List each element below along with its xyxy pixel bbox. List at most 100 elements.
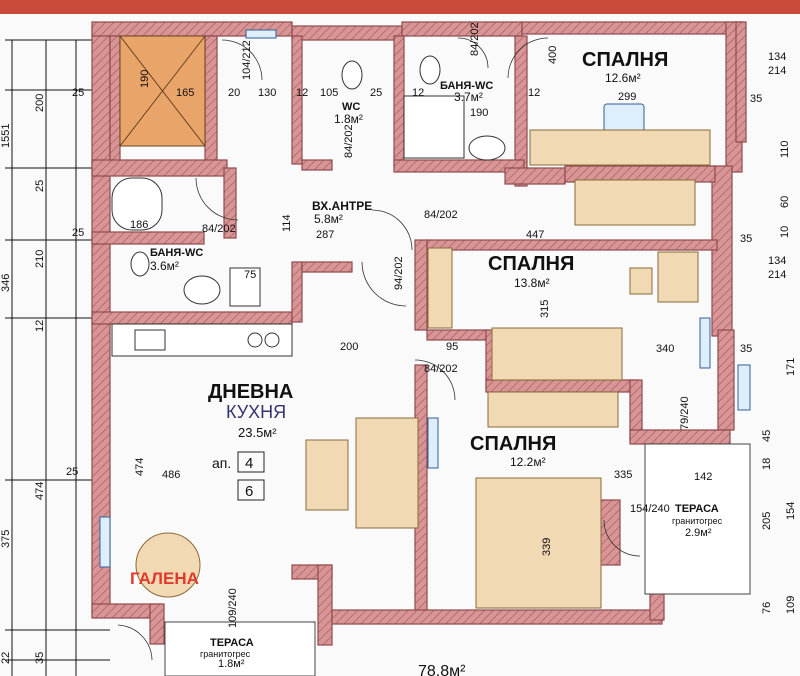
floor-number: 6 [245,483,253,500]
living-area: 23.5м² [238,425,277,440]
galena-stamp: ГАЛЕНА [130,569,199,588]
dim-114: 114 [281,214,293,232]
dim-door-104-212: 104/212 [241,40,253,80]
dim-door-84-202b: 84/202 [343,124,355,158]
dim-right-134: 134 [768,51,786,63]
dim-left-12: 12 [34,320,46,332]
dim-447: 447 [526,229,544,241]
dim-165: 165 [176,87,194,99]
dim-335: 335 [614,469,632,481]
dim-right-214b: 214 [768,269,786,281]
dim-door-84-202c: 84/202 [424,209,458,221]
dim-339: 339 [541,538,553,556]
apartment-number: 4 [245,455,253,472]
dim-190: 190 [139,70,151,88]
dim-190b: 190 [470,107,488,119]
dim-door-84-202d: 84/202 [424,363,458,375]
dim-right-205: 205 [761,512,773,530]
dim-75: 75 [244,269,256,281]
apartment-label: ап. [212,455,231,471]
bath-left-label: БАНЯ-WC [150,247,203,259]
dim-474-inner: 474 [134,458,146,476]
dim-right-60: 60 [779,196,791,208]
dim-right-214: 214 [768,65,786,77]
wc-label: WC [342,101,360,113]
dim-25-top: 25 [72,87,84,99]
bath-top-area: 3.7м² [454,90,483,104]
living-label: ДНЕВНА [208,381,293,403]
dim-right-134b: 134 [768,255,786,267]
dim-299: 299 [618,91,636,103]
kitchen-label: КУХНЯ [226,402,286,422]
bath-left-area: 3.6м² [150,259,179,273]
dim-12b: 12 [412,87,424,99]
bedroom-bot-area: 12.2м² [510,455,546,469]
dim-486: 486 [162,469,180,481]
apartment-number-box [237,451,265,473]
dim-right-35b: 35 [740,233,752,245]
dim-left-200: 200 [34,94,46,112]
dim-left-474: 474 [34,482,46,500]
dim-200: 200 [340,341,358,353]
dim-left-375: 375 [0,530,12,548]
dim-95: 95 [446,341,458,353]
dim-12c: 12 [528,87,540,99]
dim-left-25: 25 [34,180,46,192]
bedroom-mid-area: 13.8м² [514,276,550,290]
dim-door-94-202: 94/202 [393,256,405,290]
dim-door-79-240: 79/240 [679,396,691,430]
entrance-label: ВХ.АНТРЕ [312,199,372,213]
dim-25c: 25 [72,227,84,239]
header-strip [0,0,800,14]
dim-right-18: 18 [761,458,773,470]
furniture [111,55,711,609]
dim-25b: 25 [370,87,382,99]
dim-door-84-202e: 84/202 [469,22,481,56]
bedroom-top-label: СПАЛНЯ [582,49,668,71]
terrace-right-label: ТЕРАСА [675,503,719,515]
floor-number-box [237,479,265,501]
dim-right-35: 35 [750,93,762,105]
terrace-tiles [164,443,751,676]
dim-door-109-240: 109/240 [227,588,239,628]
dim-door-84-202a: 84/202 [202,223,236,235]
terrace-bottom-sub: гранитогрес [200,649,251,659]
doors [117,37,641,661]
dim-right-76: 76 [761,602,773,614]
windows [99,29,751,568]
dim-right-171: 171 [785,358,797,376]
dim-287: 287 [316,229,334,241]
bedroom-bot-label: СПАЛНЯ [470,433,556,455]
dim-142: 142 [694,471,712,483]
dim-130: 130 [258,87,276,99]
dim-12a: 12 [296,87,308,99]
dim-right-10: 10 [779,226,791,238]
dim-105: 105 [320,87,338,99]
terrace-right-sub: гранитогрес [672,516,723,526]
bath-top-label: БАНЯ-WC [440,80,493,92]
terrace-bottom-area: 1.8м² [218,658,245,670]
bedroom-mid-label: СПАЛНЯ [488,253,574,275]
dim-315: 315 [539,300,551,318]
dim-door-154-240: 154/240 [630,503,670,515]
dim-left-25b: 25 [66,466,78,478]
dim-20: 20 [228,87,240,99]
dimension-labels: 25 190 165 20 130 12 105 25 12 190 12 18… [72,22,797,628]
terrace-right-area: 2.9м² [685,527,712,539]
bedroom-top-area: 12.6м² [605,71,641,85]
dim-left-1551: 1551 [0,124,12,148]
dim-right-109: 109 [785,596,797,614]
dim-right-45: 45 [761,430,773,442]
wc-area: 1.8м² [334,112,363,126]
dim-186: 186 [130,219,148,231]
dim-right-110: 110 [779,140,791,158]
dim-340: 340 [656,343,674,355]
dim-right-35c: 35 [740,343,752,355]
total-area: 78.8м² [418,663,466,676]
dim-400: 400 [547,46,559,64]
dim-left-210: 210 [34,250,46,268]
terrace-bottom-label: ТЕРАСА [210,637,254,649]
dim-left-346: 346 [0,274,12,292]
left-dimensions: 1551 474 375 200 25 210 346 12 25 22 35 [0,39,110,676]
